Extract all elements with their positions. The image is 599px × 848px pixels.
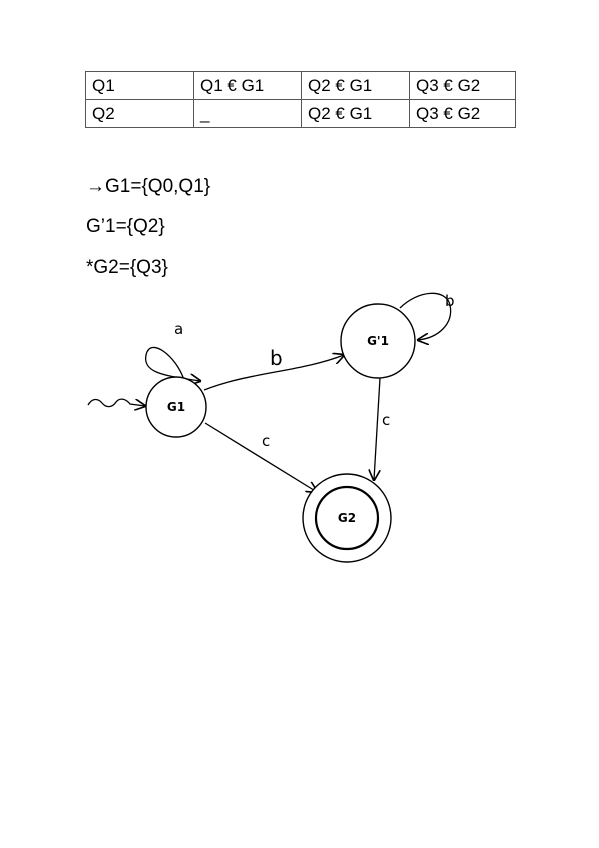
state-label-g2: G2 xyxy=(338,511,356,525)
state-g1 xyxy=(145,376,207,438)
table-cell: Q2 € G1 xyxy=(301,99,410,128)
edge-label-g1-to-g2: c xyxy=(262,432,270,450)
transition-table: Q1 Q1 € G1 Q2 € G1 Q3 € G2 Q2 _ Q2 € G1 … xyxy=(85,71,516,128)
table-cell: Q1 € G1 xyxy=(193,71,302,100)
table-row: Q1 Q1 € G1 Q2 € G1 Q3 € G2 xyxy=(85,71,516,100)
edge-self-g1prime xyxy=(399,292,452,340)
table-cell: Q3 € G2 xyxy=(409,99,516,128)
edge-label-g1-to-g1prime: b xyxy=(270,346,283,370)
state-label-g1: G1 xyxy=(167,400,185,414)
state-label-g1prime: G'1 xyxy=(367,334,389,348)
state-g1prime xyxy=(340,303,416,379)
edge-g1-to-g1prime xyxy=(203,355,344,391)
edge-self-g1 xyxy=(145,347,200,381)
group-definition-g2: *G2={Q3} xyxy=(86,257,168,278)
table-cell: Q3 € G2 xyxy=(409,71,516,100)
table-row: Q2 _ Q2 € G1 Q3 € G2 xyxy=(85,99,516,128)
state-g2-inner xyxy=(314,485,380,551)
edge-g1prime-to-g2 xyxy=(374,377,381,480)
edge-g1-to-g2 xyxy=(204,422,317,492)
group-definition-g1-prime: G’1={Q2} xyxy=(86,216,165,237)
table-cell: Q1 xyxy=(85,71,194,100)
start-arrow xyxy=(87,398,145,407)
edge-label-self-g1: a xyxy=(174,320,183,338)
edge-label-self-g1prime: b xyxy=(445,292,455,310)
edge-label-g1prime-to-g2: c xyxy=(382,411,390,429)
group-definition-g1: →G1={Q0,Q1} xyxy=(86,176,211,197)
